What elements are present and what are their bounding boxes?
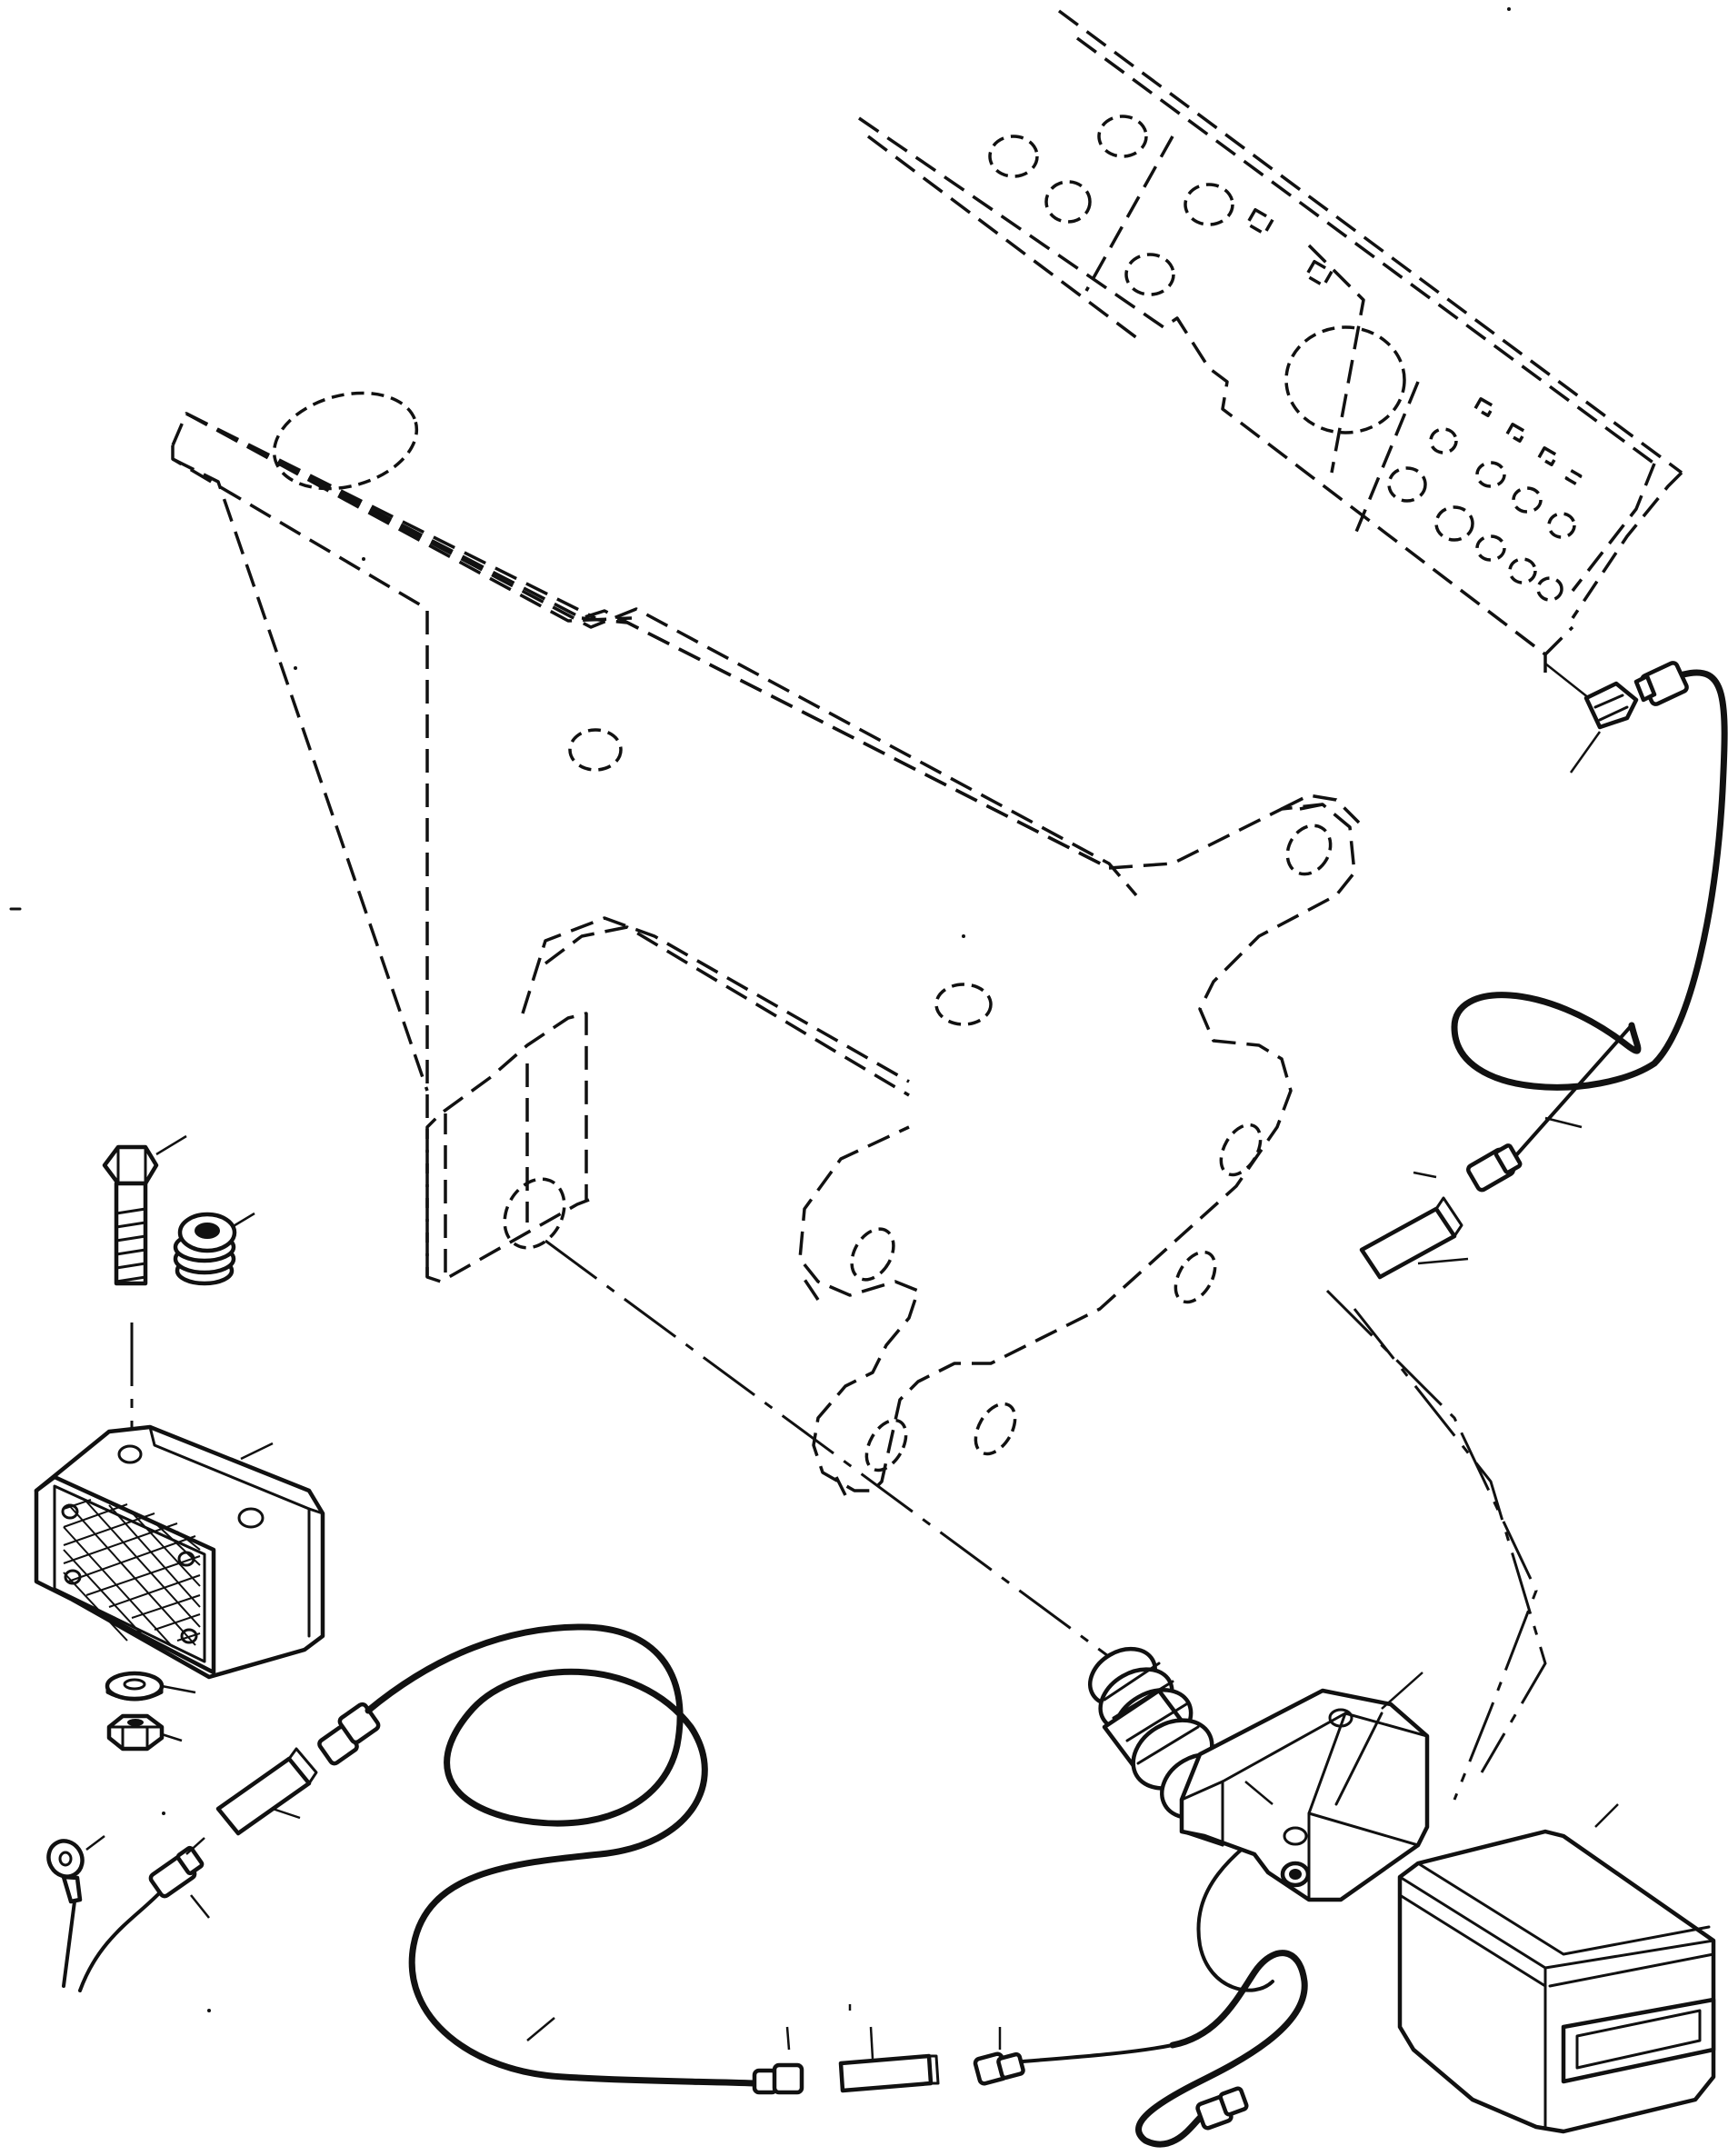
mounting-bracket — [171, 391, 1361, 1496]
connector-3-plug — [148, 1845, 205, 1899]
connector-1-plug — [1466, 1143, 1523, 1193]
nut — [106, 1713, 165, 1752]
harness-2-end — [1195, 2086, 1249, 2131]
harness-3-wire — [1451, 669, 1728, 1091]
connector-3 — [215, 1747, 318, 1836]
harness-1-wire — [365, 1623, 758, 2087]
switch-cover — [1397, 1829, 1716, 2134]
horn — [34, 1424, 325, 1680]
connector-2 — [838, 2053, 940, 2093]
switch — [1087, 1646, 1430, 1902]
bolt — [102, 1144, 159, 1286]
spade-terminal — [1583, 661, 1689, 730]
connector-1 — [1359, 1196, 1463, 1280]
harness-2-wire — [1135, 1950, 1308, 2148]
harness-1-end — [752, 2062, 804, 2095]
grommet — [173, 1212, 237, 1286]
dash-panel — [858, 9, 1683, 673]
harness-2-plug — [973, 2051, 1025, 2086]
ring-terminal — [46, 1839, 85, 1904]
washer — [105, 1671, 165, 1702]
harness-1-plug — [317, 1702, 381, 1766]
